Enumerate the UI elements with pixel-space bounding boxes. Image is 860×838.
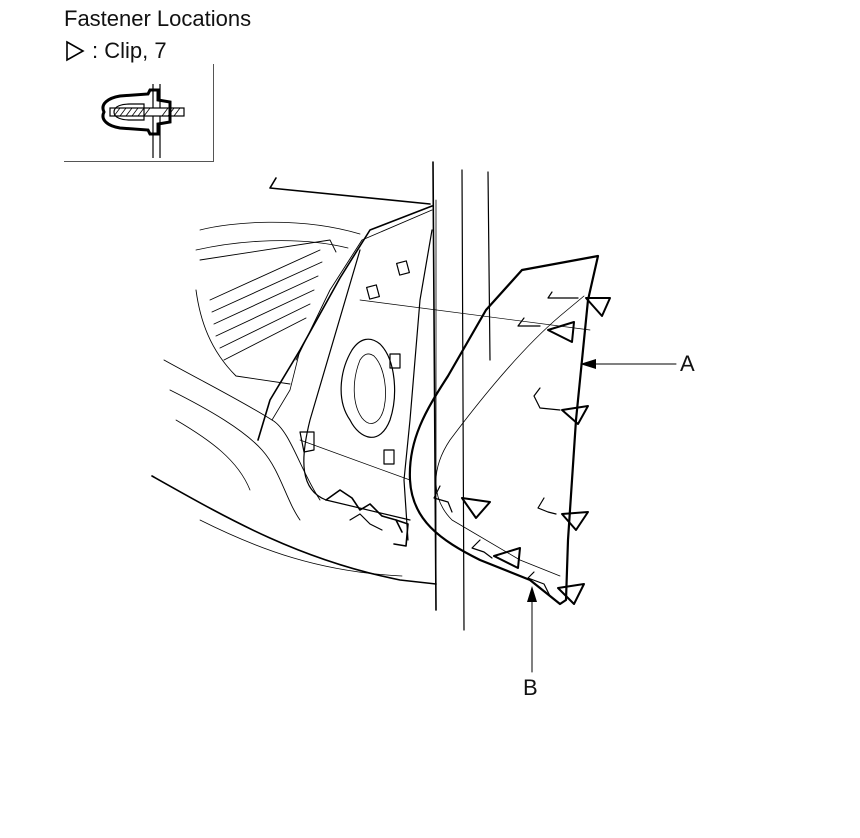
clip-triangle-2 xyxy=(547,321,575,343)
arrowhead-a xyxy=(580,359,596,369)
clip-brackets xyxy=(433,291,579,597)
callout-b: B xyxy=(523,675,538,700)
clip-triangle-7 xyxy=(557,583,585,605)
clip-triangle-6 xyxy=(493,547,521,569)
door-handle-recess xyxy=(340,338,396,438)
clip-detail-inset xyxy=(64,64,214,162)
vent-grille xyxy=(195,239,337,385)
clip-triangle-5 xyxy=(561,511,589,531)
clip-detail-illustration xyxy=(101,84,185,158)
lower-dash-edge xyxy=(151,475,437,585)
callout-a: A xyxy=(680,351,695,376)
clip-triangle-1 xyxy=(585,297,611,317)
pillar-edge xyxy=(432,161,437,611)
clip-triangle-3 xyxy=(561,405,589,425)
diagram-title: Fastener Locations xyxy=(64,6,252,31)
legend: : Clip, 7 xyxy=(64,38,167,64)
legend-text: : Clip, 7 xyxy=(92,38,167,63)
clip-triangle-4 xyxy=(461,497,491,519)
arrowhead-b xyxy=(527,586,537,602)
clip-triangles xyxy=(461,297,611,605)
pillar-garnish-panel xyxy=(408,254,600,606)
clip-triangle-icon xyxy=(64,39,86,63)
dashboard-top-edge xyxy=(269,177,431,205)
